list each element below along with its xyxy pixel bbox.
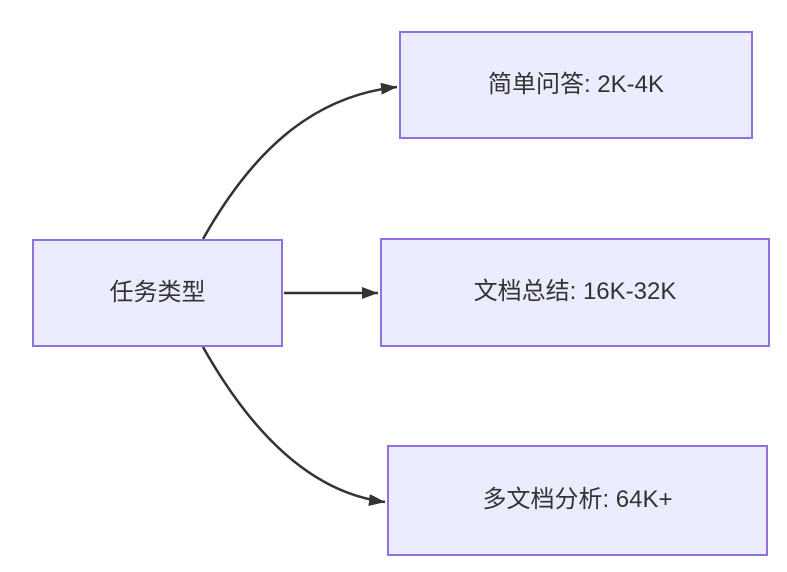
node-doc-summary: 文档总结: 16K-32K bbox=[380, 238, 770, 347]
node-simple-qa: 简单问答: 2K-4K bbox=[399, 31, 753, 139]
edge-task-type-to-multi-doc bbox=[201, 346, 386, 506]
node-simple-qa-label: 简单问答: 2K-4K bbox=[487, 70, 665, 98]
edge-task-type-to-simple-qa bbox=[201, 82, 398, 240]
node-doc-summary-label: 文档总结: 16K-32K bbox=[473, 278, 677, 306]
node-multi-doc-label: 多文档分析: 64K+ bbox=[482, 486, 673, 514]
node-task-type-label: 任务类型 bbox=[109, 278, 206, 306]
node-multi-doc: 多文档分析: 64K+ bbox=[387, 445, 768, 556]
node-task-type: 任务类型 bbox=[32, 239, 283, 347]
